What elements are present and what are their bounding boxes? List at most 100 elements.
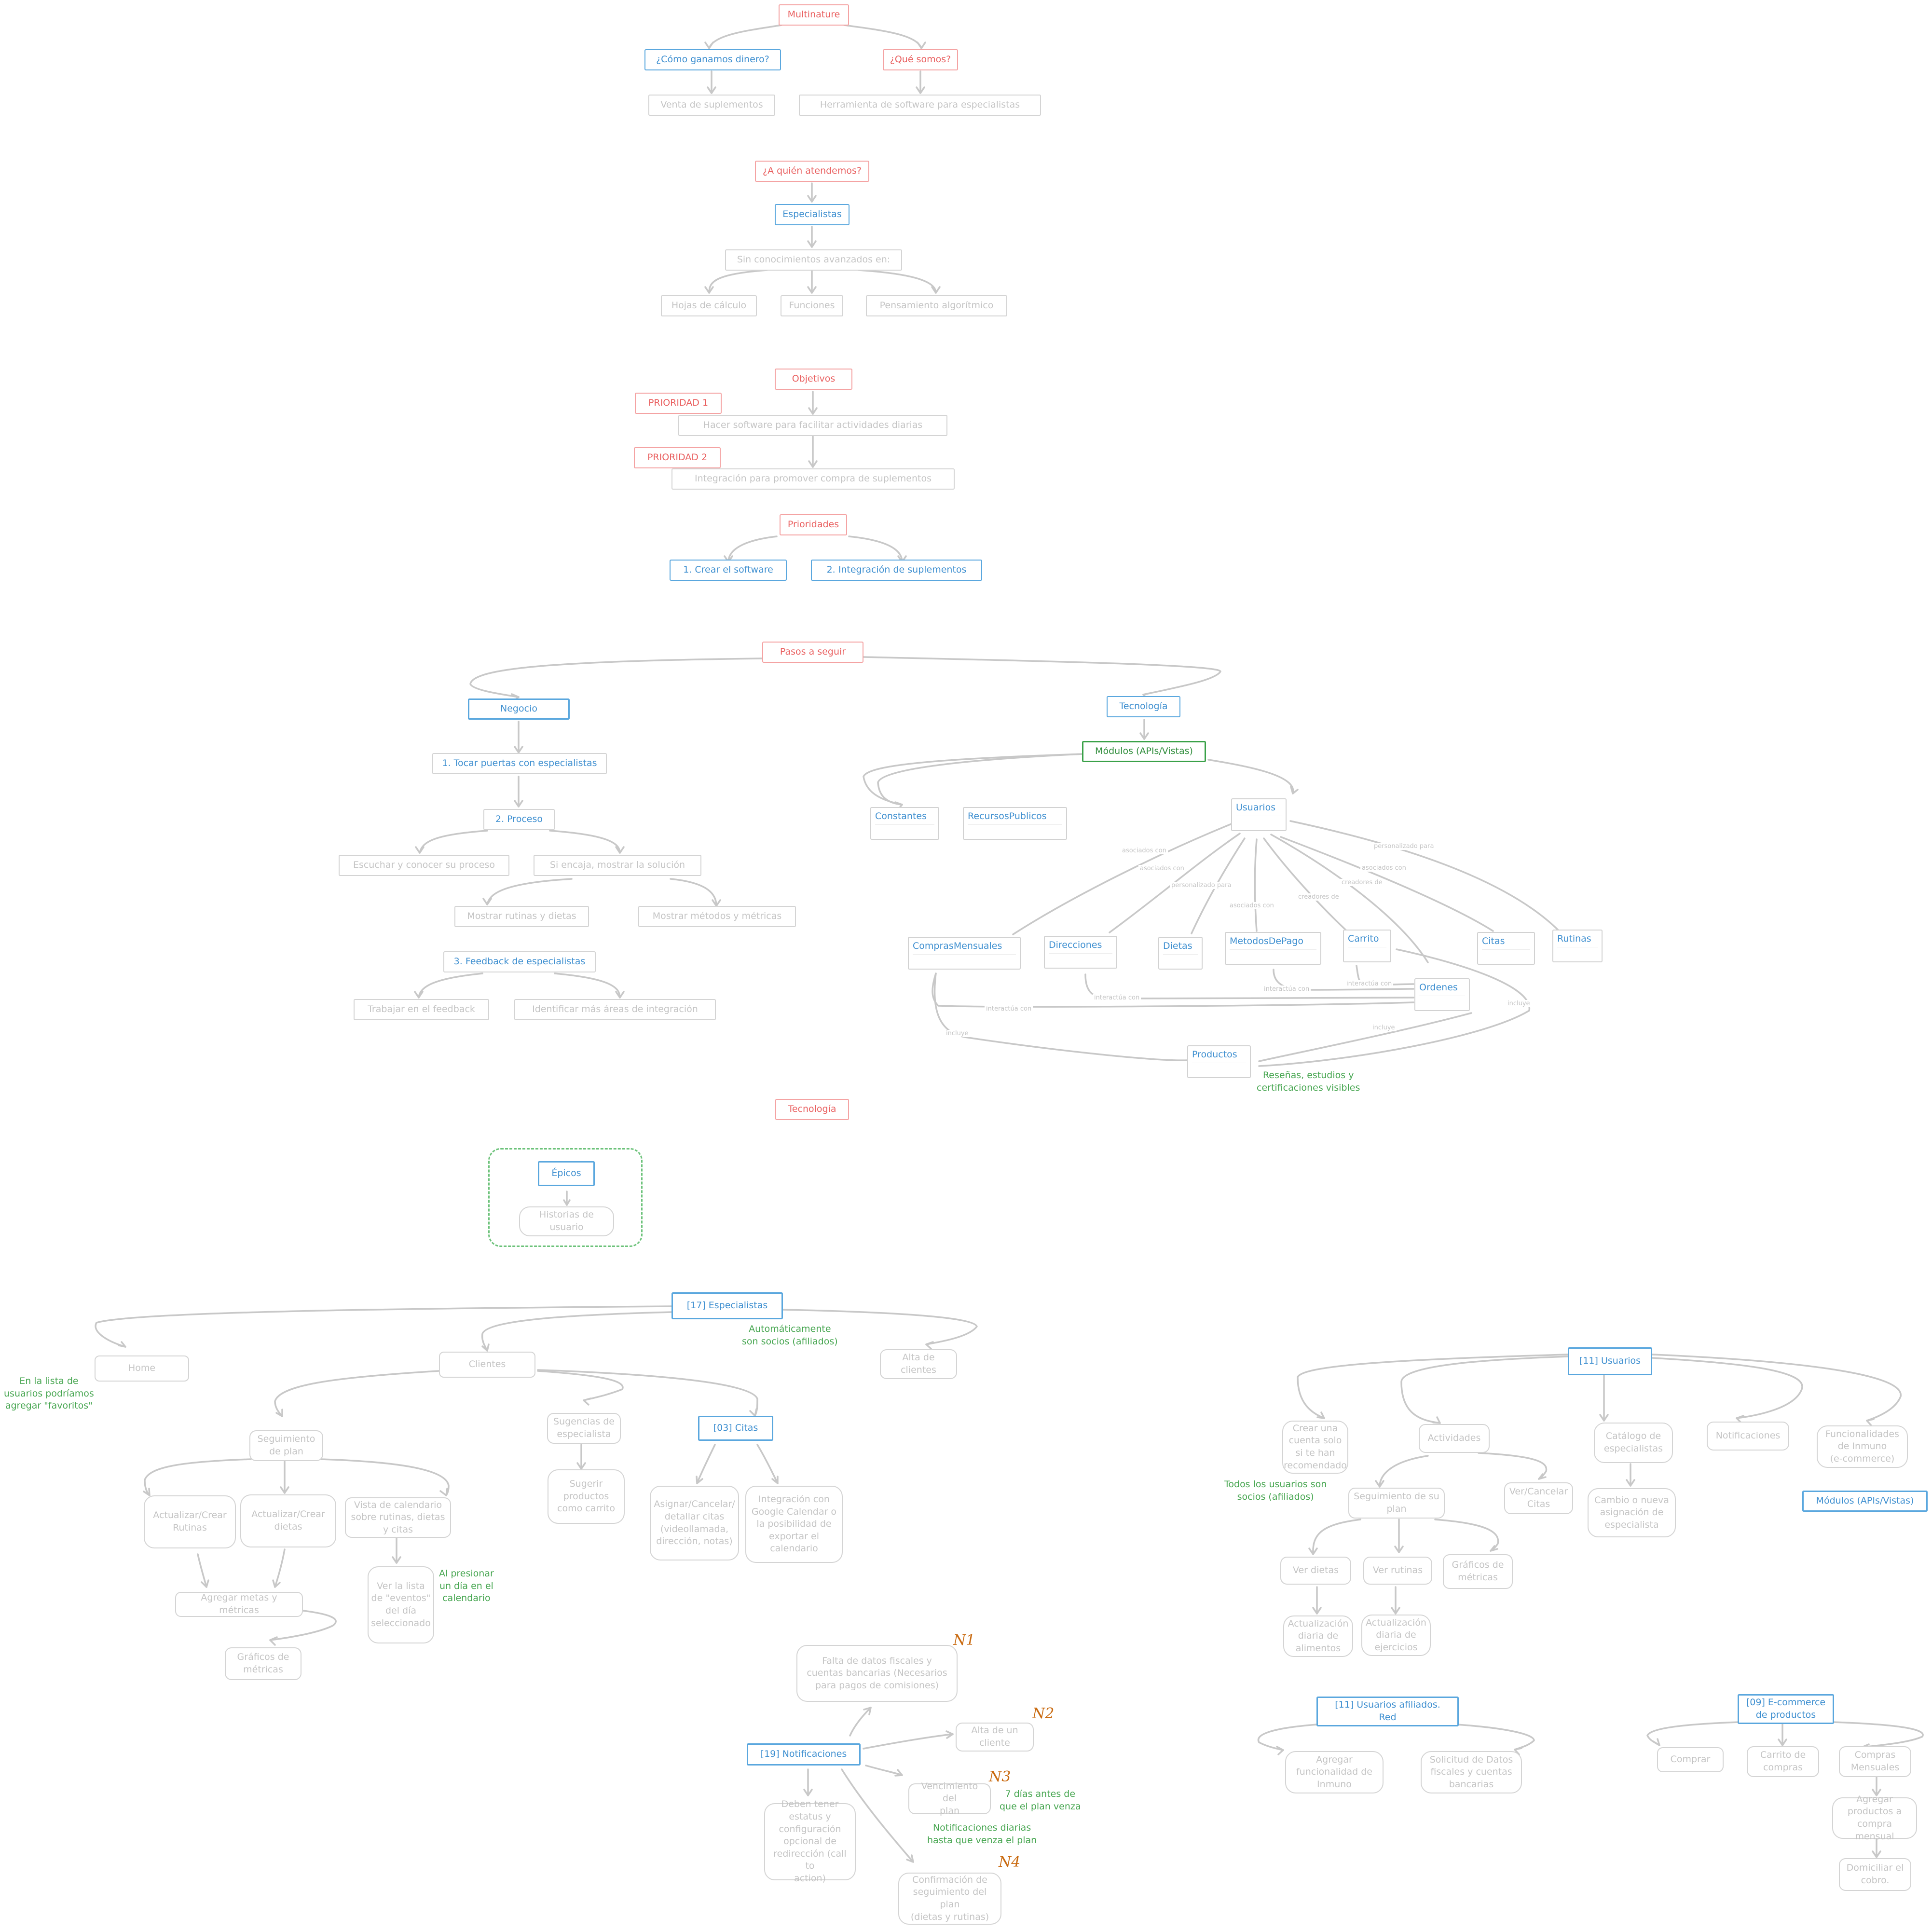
node-actualizacion-alimentos[interactable]: Actualización diaria de alimentos — [1283, 1615, 1353, 1657]
node-graficos-metricas-esp[interactable]: Gráficos de métricas — [225, 1647, 301, 1680]
node-catalogo-especialistas[interactable]: Catálogo de especialistas — [1594, 1423, 1673, 1463]
node-comprar[interactable]: Comprar — [1657, 1747, 1724, 1772]
node-clientes[interactable]: Clientes — [439, 1352, 535, 1378]
node-actualizacion-ejercicios[interactable]: Actualización diaria de ejercicios — [1361, 1615, 1431, 1656]
node-17-especialistas[interactable]: [17] Especialistas — [671, 1292, 783, 1319]
node-sugerencias-especialista[interactable]: Sugencias de especialista — [547, 1413, 621, 1444]
node-home[interactable]: Home — [95, 1355, 189, 1382]
node-seguimiento-plan[interactable]: Seguimiento de plan — [249, 1430, 323, 1461]
entity-productos[interactable]: Productos — [1187, 1045, 1251, 1078]
node-alta-cliente[interactable]: Alta de un cliente — [956, 1723, 1034, 1752]
node-crear-software[interactable]: 1. Crear el software — [670, 560, 787, 581]
node-sin-conocimientos[interactable]: Sin conocimientos avanzados en: — [725, 249, 902, 271]
node-identificar-areas[interactable]: Identificar más áreas de integración — [514, 999, 716, 1020]
entity-constantes-label: Constantes — [875, 811, 927, 821]
node-09-ecommerce[interactable]: [09] E-commerce de productos — [1738, 1694, 1834, 1724]
node-a-quien-atendemos[interactable]: ¿A quién atendemos? — [755, 161, 869, 182]
node-herramienta-software[interactable]: Herramienta de software para especialist… — [799, 95, 1041, 116]
node-agregar-funcionalidad-inmuno[interactable]: Agregar funcionalidad de Inmuno — [1285, 1751, 1384, 1793]
node-compras-mensuales[interactable]: Compras Mensuales — [1839, 1746, 1911, 1777]
node-funciones[interactable]: Funciones — [781, 295, 843, 316]
node-agregar-metas[interactable]: Agregar metas y métricas — [175, 1592, 303, 1617]
node-deben-tener-estatus[interactable]: Deben tener estatus y configuración opci… — [764, 1799, 856, 1884]
entity-constantes[interactable]: Constantes — [870, 807, 939, 840]
entity-rutinas[interactable]: Rutinas — [1552, 930, 1603, 962]
node-objetivos[interactable]: Objetivos — [775, 369, 852, 390]
node-03-citas[interactable]: [03] Citas — [698, 1416, 773, 1441]
node-11-usuarios[interactable]: [11] Usuarios — [1568, 1347, 1652, 1375]
entity-carrito[interactable]: Carrito — [1343, 930, 1391, 962]
entity-dietas-label: Dietas — [1163, 941, 1192, 951]
node-especialistas[interactable]: Especialistas — [775, 204, 850, 225]
node-modulos-apis-vistas[interactable]: Módulos (APIs/Vistas) — [1082, 741, 1206, 762]
node-sugerir-productos[interactable]: Sugerir productos como carrito — [548, 1469, 625, 1524]
node-google-calendar[interactable]: Integración con Google Calendar o la pos… — [745, 1486, 843, 1563]
node-alta-clientes[interactable]: Alta de clientes — [880, 1349, 957, 1379]
node-tocar-puertas[interactable]: 1. Tocar puertas con especialistas — [432, 753, 607, 774]
node-hacer-software[interactable]: Hacer software para facilitar actividade… — [678, 415, 947, 436]
entity-compras-mensuales-label: ComprasMensuales — [913, 941, 1002, 951]
node-agregar-productos-mensual[interactable]: Agregar productos a compra mensual — [1832, 1794, 1917, 1842]
node-vista-calendario[interactable]: Vista de calendario sobre rutinas, dieta… — [345, 1497, 451, 1538]
node-historias-usuario[interactable]: Historias de usuario — [519, 1206, 614, 1236]
node-actividades[interactable]: Actividades — [1419, 1424, 1490, 1453]
entity-recursos-publicos[interactable]: RecursosPublicos — [963, 807, 1067, 840]
entity-ordenes[interactable]: Ordenes — [1414, 978, 1470, 1011]
note-automaticamente: Automáticamente son socios (afiliados) — [742, 1323, 838, 1348]
node-solicitud-datos-fiscales[interactable]: Solicitud de Datos fiscales y cuentas ba… — [1421, 1751, 1522, 1793]
node-que-somos[interactable]: ¿Qué somos? — [883, 49, 958, 70]
entity-dietas[interactable]: Dietas — [1158, 937, 1203, 970]
edge-label-asociado-2: asociados con — [1138, 865, 1186, 872]
node-integracion-suplementos[interactable]: 2. Integración de suplementos — [811, 560, 982, 581]
node-ver-cancelar-citas[interactable]: Ver/Cancelar Citas — [1504, 1482, 1573, 1514]
node-ver-lista-eventos[interactable]: Ver la lista de "eventos" del día selecc… — [368, 1566, 434, 1643]
node-asignar-citas[interactable]: Asignar/Cancelar/ detallar citas (videol… — [650, 1486, 739, 1560]
node-hojas-calculo[interactable]: Hojas de cálculo — [661, 295, 757, 316]
node-negocio[interactable]: Negocio — [468, 698, 570, 720]
entity-metodos-de-pago[interactable]: MetodosDePago — [1225, 932, 1321, 965]
node-prioridad-1[interactable]: PRIORIDAD 1 — [635, 393, 722, 414]
node-si-encaja[interactable]: Si encaja, mostrar la solución — [534, 855, 701, 876]
node-graficos-metricas-usr[interactable]: Gráficos de métricas — [1443, 1554, 1513, 1589]
node-prioridades[interactable]: Prioridades — [780, 514, 847, 535]
node-modulos-usr[interactable]: Módulos (APIs/Vistas) — [1802, 1491, 1928, 1512]
node-ver-rutinas[interactable]: Ver rutinas — [1363, 1557, 1432, 1585]
node-venta-suplementos[interactable]: Venta de suplementos — [648, 95, 775, 116]
node-integracion-promover[interactable]: Integración para promover compra de supl… — [671, 468, 955, 490]
node-notificaciones-usr[interactable]: Notificaciones — [1707, 1422, 1789, 1451]
node-mostrar-metodos[interactable]: Mostrar métodos y métricas — [638, 906, 796, 927]
node-cambio-especialista[interactable]: Cambio o nueva asignación de especialist… — [1588, 1488, 1676, 1537]
node-prioridad-2[interactable]: PRIORIDAD 2 — [634, 447, 721, 468]
node-carrito-compras[interactable]: Carrito de compras — [1747, 1746, 1819, 1777]
node-escuchar[interactable]: Escuchar y conocer su proceso — [339, 855, 509, 876]
node-actualizar-dietas[interactable]: Actualizar/Crear dietas — [240, 1494, 336, 1547]
entity-compras-mensuales[interactable]: ComprasMensuales — [908, 937, 1021, 970]
node-tecnologia-title[interactable]: Tecnología — [775, 1099, 849, 1120]
node-domiciliar-cobro[interactable]: Domiciliar el cobro. — [1839, 1858, 1911, 1891]
node-vencimiento-plan[interactable]: Vencimiento del plan — [908, 1781, 991, 1816]
node-como-ganamos-dinero[interactable]: ¿Cómo ganamos dinero? — [644, 49, 781, 70]
node-feedback[interactable]: 3. Feedback de especialistas — [443, 951, 596, 972]
entity-usuarios[interactable]: Usuarios — [1231, 798, 1287, 831]
node-falta-datos-fiscales[interactable]: Falta de datos fiscales y cuentas bancar… — [796, 1645, 958, 1702]
node-tecnologia[interactable]: Tecnología — [1107, 696, 1180, 717]
node-pensamiento-algoritmico[interactable]: Pensamiento algorítmico — [866, 295, 1007, 316]
node-multinature[interactable]: Multinature — [779, 4, 849, 26]
node-epicos[interactable]: Épicos — [538, 1161, 595, 1186]
node-seguimiento-su-plan[interactable]: Seguimiento de su plan — [1348, 1488, 1445, 1519]
node-proceso[interactable]: 2. Proceso — [483, 809, 555, 830]
node-funcionalidades-inmuno[interactable]: Funcionalidades de Inmuno (e-commerce) — [1817, 1425, 1908, 1468]
node-confirmacion-seguimiento[interactable]: Confirmación de seguimiento del plan (di… — [898, 1873, 1001, 1925]
entity-direcciones[interactable]: Direcciones — [1044, 936, 1117, 969]
node-ver-dietas[interactable]: Ver dietas — [1280, 1557, 1351, 1585]
node-mostrar-rutinas[interactable]: Mostrar rutinas y dietas — [454, 906, 589, 927]
entity-productos-label: Productos — [1192, 1049, 1237, 1060]
entity-citas[interactable]: Citas — [1477, 932, 1535, 965]
node-pasos-a-seguir[interactable]: Pasos a seguir — [762, 642, 863, 663]
node-19-notificaciones[interactable]: [19] Notificaciones — [747, 1743, 861, 1766]
node-actualizar-rutinas[interactable]: Actualizar/Crear Rutinas — [144, 1495, 236, 1548]
node-11-usuarios-afiliados[interactable]: [11] Usuarios afiliados. Red — [1316, 1697, 1459, 1726]
node-trabajar-feedback[interactable]: Trabajar en el feedback — [354, 999, 489, 1020]
node-crear-cuenta[interactable]: Crear una cuenta solo si te han recomend… — [1282, 1421, 1348, 1474]
